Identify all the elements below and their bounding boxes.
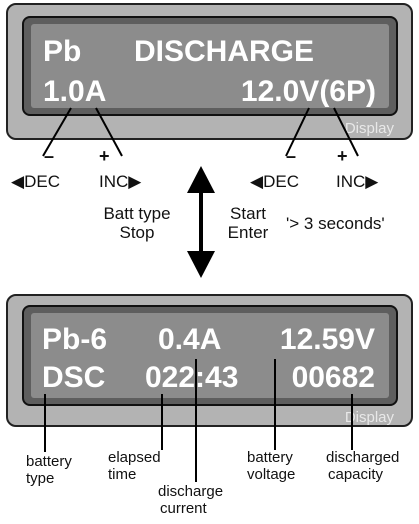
inc-plus-sign: +: [99, 146, 110, 166]
top-button-labels: – ◀DEC + INC▶ – ◀DEC + INC▶: [11, 146, 379, 191]
inc2-button-label[interactable]: INC▶: [336, 172, 379, 191]
top-lcd-battery-type: Pb: [43, 35, 81, 68]
hold-duration-note: '> 3 seconds': [286, 214, 385, 233]
elapsed-time-label: elapsed: [108, 449, 161, 466]
bottom-lcd-elapsed: 022:43: [145, 361, 238, 394]
pointer-dec-left: [42, 107, 72, 157]
discharge-current-label-2: current: [160, 500, 208, 517]
bottom-lcd-mode: DSC: [42, 361, 105, 394]
top-lcd-mode: DISCHARGE: [134, 35, 314, 68]
pointer-inc-left: [95, 107, 123, 157]
discharged-capacity-label-2: capacity: [328, 466, 384, 483]
top-display-unit: Pb DISCHARGE 1.0A 12.0V(6P) Display: [6, 3, 413, 140]
top-lcd-current: 1.0A: [43, 75, 106, 108]
pointer-inc-right: [333, 107, 359, 157]
bottom-lcd-screen: [31, 313, 389, 398]
stop-action: Stop: [120, 223, 155, 242]
callout-pointers: [44, 359, 353, 482]
bottom-lcd-battery-type: Pb-6: [42, 323, 107, 356]
discharge-current-label: discharge: [158, 483, 223, 500]
bottom-lcd-current: 0.4A: [158, 323, 221, 356]
top-button-pointers: [42, 107, 359, 157]
battery-type-label: battery: [26, 453, 72, 470]
transition-double-arrow-icon: [187, 166, 215, 278]
top-lcd-voltage: 12.0V(6P): [241, 75, 376, 108]
bottom-lcd-voltage: 12.59V: [280, 323, 375, 356]
inc2-plus-sign: +: [337, 146, 348, 166]
enter-action: Enter: [228, 223, 269, 242]
start-action: Start: [230, 204, 266, 223]
top-lcd-screen: [31, 24, 389, 108]
battery-type-label-2: type: [26, 470, 54, 487]
callout-labels: battery type elapsed time discharge curr…: [26, 449, 399, 517]
top-display-brand: Display: [345, 120, 395, 137]
battery-voltage-label-2: voltage: [247, 466, 295, 483]
inc-button-label[interactable]: INC▶: [99, 172, 142, 191]
batt-type-action: Batt type: [103, 204, 170, 223]
dec-button-label[interactable]: ◀DEC: [11, 172, 60, 191]
bottom-display-brand: Display: [345, 409, 395, 426]
dec2-minus-sign: –: [286, 146, 296, 166]
dec-minus-sign: –: [44, 146, 54, 166]
dec2-button-label[interactable]: ◀DEC: [250, 172, 299, 191]
action-labels: Batt type Stop Start Enter '> 3 seconds': [103, 204, 384, 242]
discharged-capacity-label: discharged: [326, 449, 399, 466]
bottom-display-unit: Pb-6 0.4A 12.59V DSC 022:43 00682 Displa…: [6, 294, 413, 427]
elapsed-time-label-2: time: [108, 466, 136, 483]
battery-voltage-label: battery: [247, 449, 293, 466]
bottom-lcd-capacity: 00682: [292, 361, 375, 394]
pointer-dec-right: [285, 107, 310, 157]
